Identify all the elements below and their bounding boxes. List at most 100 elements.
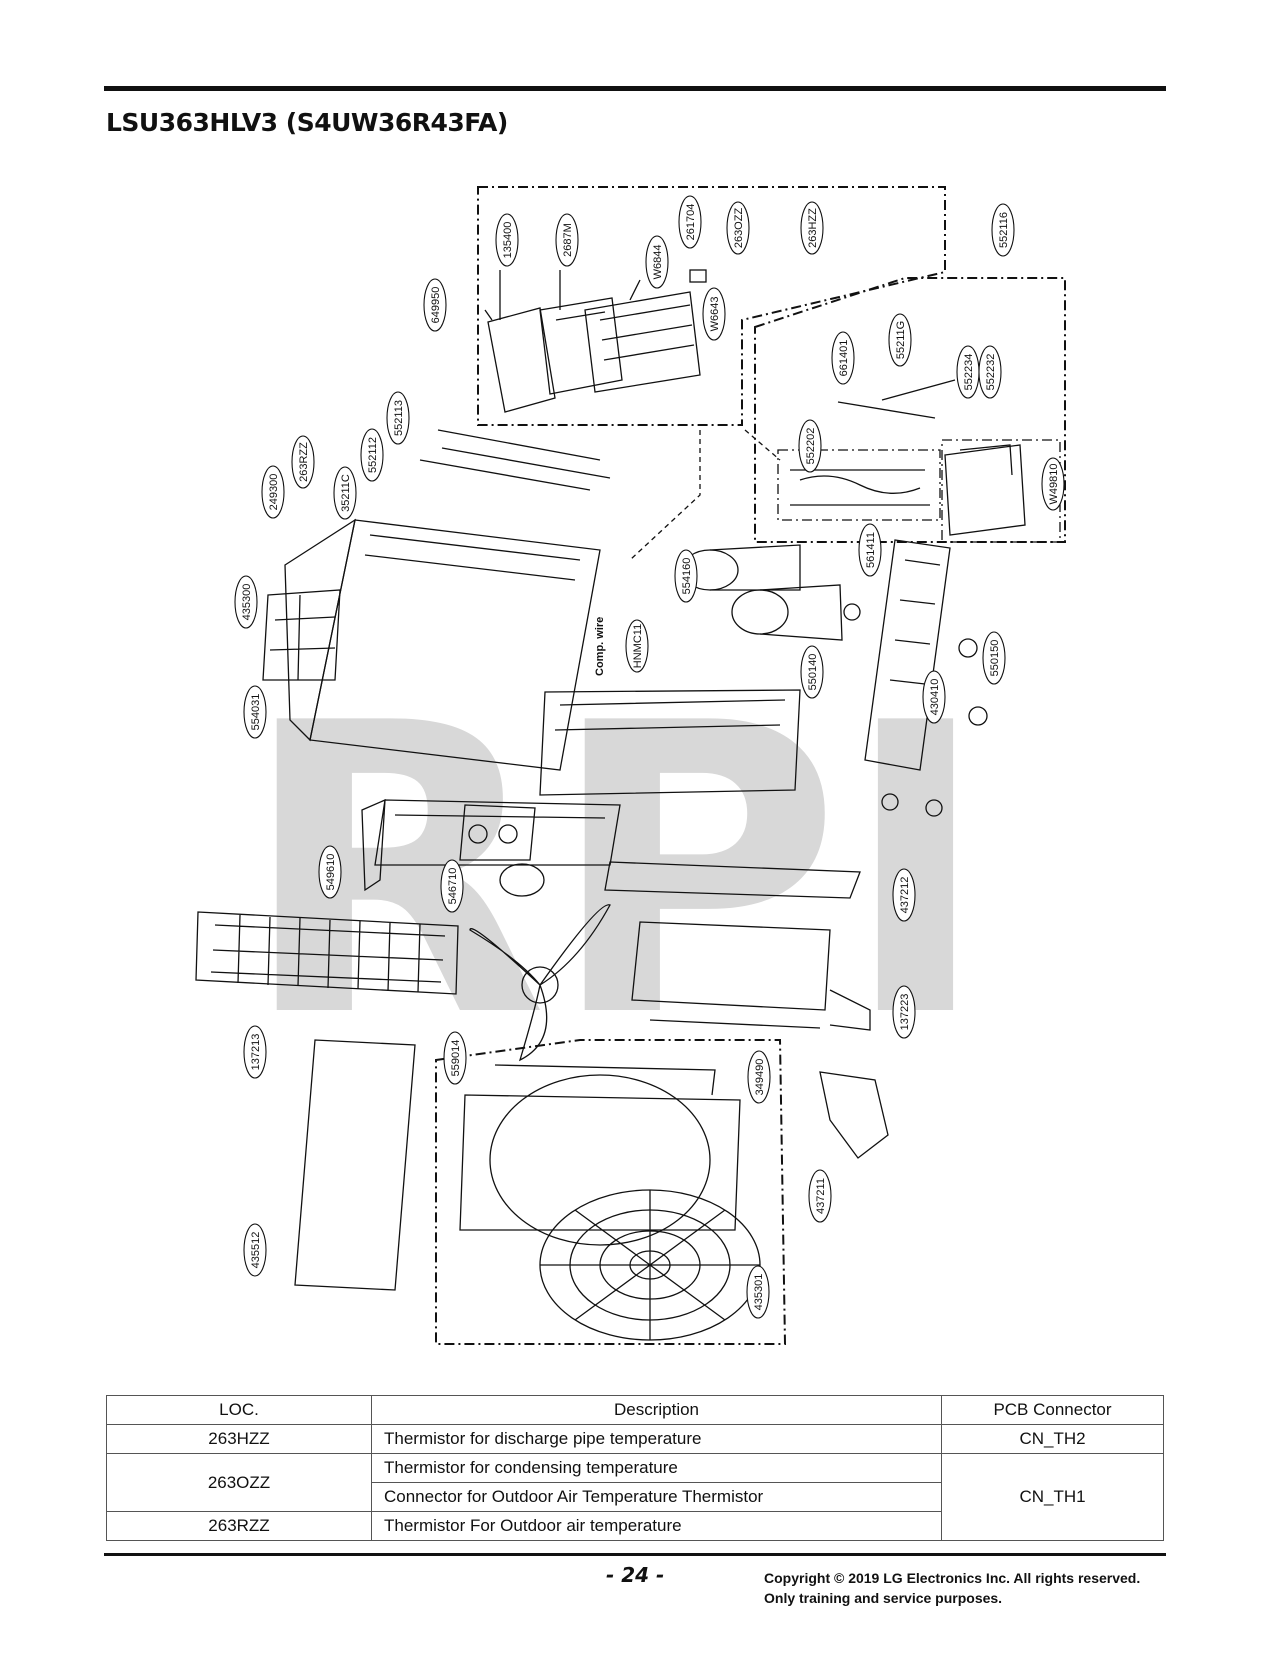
compressor-grommet (843, 603, 861, 621)
callout-badge: 263OZZ (726, 201, 750, 255)
callout-badge: 430410 (922, 670, 946, 724)
callout-label: 35211C (340, 474, 352, 512)
front-side-panel (631, 921, 831, 1029)
copyright-line-2: Only training and service purposes. (764, 1590, 1003, 1606)
callout-label: 435300 (241, 584, 253, 621)
table-row: 263RZZ Thermistor For Outdoor air temper… (106, 1511, 1164, 1541)
rubber-foot-4 (925, 799, 943, 817)
piping-upper (419, 429, 611, 491)
callout-label: 349490 (754, 1059, 766, 1096)
coil-fins-top (364, 534, 581, 581)
callout-badge: 554031 (243, 685, 267, 739)
callout-oval (261, 465, 285, 519)
callout-oval (360, 428, 384, 482)
callout-oval (982, 631, 1006, 685)
table-header-row: LOC. Description PCB Connector (106, 1395, 1164, 1425)
callout-badge: 261704 (678, 195, 702, 249)
control-box-frame (864, 539, 951, 771)
bottom-rule (104, 1553, 1166, 1556)
callout-oval (333, 466, 357, 520)
callout-badge: 437212 (892, 868, 916, 922)
callout-oval (800, 645, 824, 699)
callout-label: 55211G (895, 321, 907, 359)
callout-badge: 137223 (892, 985, 916, 1039)
front-cover-panel (294, 1039, 416, 1291)
top-rule (104, 86, 1166, 91)
top-side-panel (604, 861, 861, 899)
callout-label: 552113 (393, 400, 405, 436)
callout-oval (978, 345, 1002, 399)
motor-mount-hole-2 (498, 824, 518, 844)
coil-side-end (284, 518, 356, 742)
callout-oval (243, 1025, 267, 1079)
callout-badge: 2687M (555, 213, 579, 267)
main-pcb-assembly (584, 291, 701, 393)
callout-oval (386, 391, 410, 445)
callout-label: 437212 (899, 877, 911, 914)
callout-label: 430410 (929, 679, 941, 716)
callout-oval (726, 201, 750, 255)
callout-badge: 55211G (888, 313, 912, 367)
callout-label: 550150 (989, 640, 1001, 677)
callout-badge: 263HZZ (800, 201, 824, 255)
callout-badge: 552232 (978, 345, 1002, 399)
comp-wire-label: Comp. wire (594, 617, 606, 676)
small-bracket (819, 1071, 889, 1159)
callout-oval (892, 985, 916, 1039)
callout-label: 137223 (899, 994, 911, 1031)
callout-badge: 561411 (858, 523, 882, 577)
control-box-group-outline (477, 186, 946, 426)
row-loc: 263OZZ (106, 1453, 372, 1512)
row-description: Thermistor For Outdoor air temperature (371, 1511, 942, 1541)
callout-oval (746, 1265, 770, 1319)
callout-label: 435301 (753, 1274, 765, 1311)
callout-badge: 546710 (440, 859, 464, 913)
piping-lower-loop (790, 469, 930, 506)
callout-oval (440, 859, 464, 913)
callout-oval (423, 278, 447, 332)
callout-label: 2687M (562, 223, 574, 257)
callout-label: 263OZZ (733, 208, 745, 249)
header-loc: LOC. (106, 1395, 372, 1425)
callout-badge: 661401 (831, 331, 855, 385)
callout-oval (892, 868, 916, 922)
piping-valve-lines (837, 379, 956, 419)
callout-badge: HNMC11 (625, 619, 649, 673)
callout-oval (831, 331, 855, 385)
callout-badge: 554160 (674, 549, 698, 603)
fan-hub (521, 966, 559, 1004)
motor-mount-leg (361, 798, 386, 892)
pcb-bracket (539, 297, 623, 395)
callout-label: 552232 (985, 354, 997, 391)
page-number: - 24 - (606, 1563, 665, 1587)
shroud-group-outline (435, 1039, 787, 1345)
compressor-body (759, 584, 843, 641)
callout-oval (991, 203, 1015, 257)
fan-guard-spokes (540, 1190, 760, 1340)
row-description: Connector for Outdoor Air Temperature Th… (371, 1482, 942, 1512)
fan-motor (499, 863, 545, 897)
row-loc: 263HZZ (106, 1424, 372, 1454)
callout-badge: W49810 (1041, 457, 1065, 511)
callout-badge: 135400 (495, 213, 519, 267)
callout-label: 552112 (367, 437, 379, 473)
base-partition-panel (539, 689, 801, 796)
callout-label: 552116 (998, 212, 1010, 248)
front-grille-frame (195, 911, 459, 995)
callout-badge: W6643 (702, 287, 726, 341)
copyright-line-1: Copyright © 2019 LG Electronics Inc. All… (764, 1570, 1141, 1586)
valve-subgroup-outline (777, 449, 941, 521)
callout-label: 137213 (250, 1034, 262, 1071)
callout-badge: 559014 (443, 1031, 467, 1085)
callout-label: 263HZZ (807, 208, 819, 248)
pipe-group-outline (754, 277, 1066, 543)
callout-oval (888, 313, 912, 367)
callout-oval (800, 201, 824, 255)
callout-label: 561411 (865, 532, 877, 568)
callout-label: 437211 (815, 1178, 827, 1214)
callout-oval (443, 1031, 467, 1085)
callout-badge: 137213 (243, 1025, 267, 1079)
callout-badge: 435512 (243, 1223, 267, 1277)
